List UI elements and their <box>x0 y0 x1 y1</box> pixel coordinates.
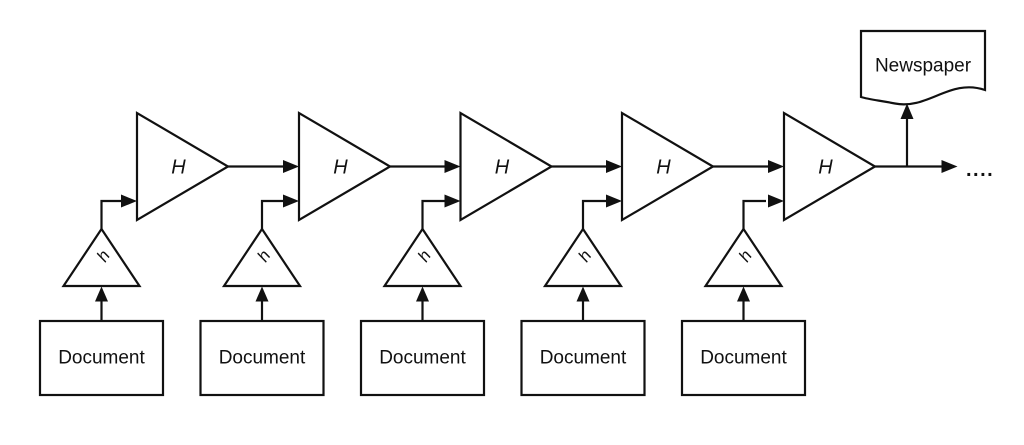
arrowhead-right-icon <box>444 194 461 208</box>
arrowhead-right-icon <box>606 194 622 208</box>
document-label: Document <box>379 348 466 369</box>
arrowhead-right-icon <box>121 194 137 208</box>
hash-to-combiner-connector <box>100 199 122 229</box>
document-label: Document <box>700 348 787 369</box>
document-box <box>38 319 165 397</box>
combiner-label: H <box>171 157 186 179</box>
combiner-triangle <box>782 111 878 222</box>
continuation-ellipsis: .... <box>966 159 994 181</box>
hash-triangle <box>61 227 142 288</box>
combiner-label: H <box>333 157 348 179</box>
arrowhead-right-icon <box>283 194 299 208</box>
arrowhead-right-icon <box>283 160 299 173</box>
hash-triangle <box>382 227 463 288</box>
pipeline-output: .... Newspaper <box>859 29 994 181</box>
arrowhead-up-icon <box>416 286 429 302</box>
hash-to-combiner-connector <box>742 199 766 229</box>
combiner-label: H <box>818 157 833 179</box>
arrowhead-up-icon <box>255 286 269 302</box>
hash-triangle <box>221 227 303 288</box>
arrowhead-right-icon <box>941 160 958 173</box>
arrowhead-up-icon <box>95 286 108 302</box>
newspaper-document-shape <box>859 29 987 106</box>
arrowhead-right-icon <box>444 160 461 173</box>
combiner-triangle <box>135 111 231 222</box>
arrowhead-up-icon <box>900 103 914 119</box>
pipeline-stage-5: Document h H <box>680 111 878 397</box>
arrowhead-right-icon <box>606 160 622 173</box>
newspaper-label: Newspaper <box>875 56 972 77</box>
combiner-triangle <box>620 111 716 222</box>
pipeline-stage-1: Document h H <box>38 111 299 397</box>
hash-to-combiner-connector <box>260 199 284 229</box>
document-box <box>359 319 486 397</box>
document-label: Document <box>540 348 627 369</box>
document-label: Document <box>219 348 306 369</box>
document-box <box>520 319 646 397</box>
combiner-triangle <box>297 111 393 222</box>
pipeline-stage-3: Document h H <box>359 111 622 397</box>
hash-triangle <box>542 227 624 288</box>
pipeline-stage-4: Document h H <box>520 111 784 397</box>
hash-triangle <box>703 227 784 288</box>
combiner-label: H <box>495 157 510 179</box>
hash-to-combiner-connector <box>581 199 606 229</box>
arrowhead-right-icon <box>768 160 784 173</box>
document-label: Document <box>58 348 145 369</box>
pipeline-stage-2: Document h H <box>199 111 461 397</box>
combiner-triangle <box>459 111 554 222</box>
hash-to-combiner-connector <box>421 199 445 229</box>
arrowhead-up-icon <box>576 286 590 302</box>
arrowhead-up-icon <box>737 286 750 302</box>
document-box <box>680 319 807 397</box>
arrowhead-right-icon <box>768 194 784 208</box>
combiner-label: H <box>656 157 671 179</box>
